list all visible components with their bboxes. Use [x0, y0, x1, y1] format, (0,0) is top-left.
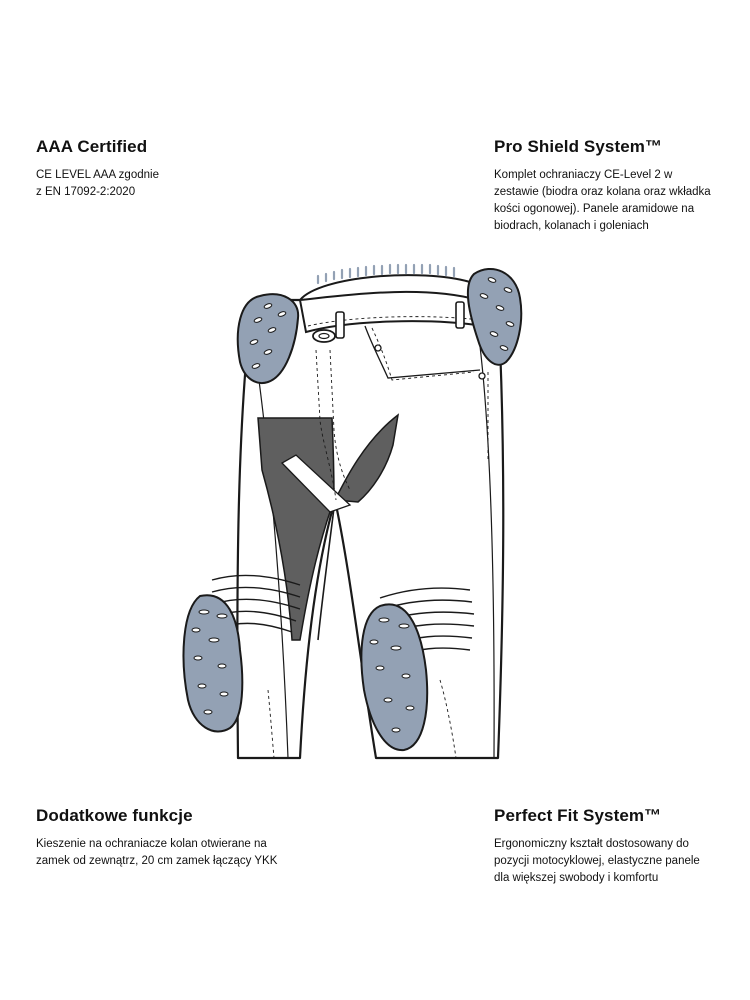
- waist-button: [312, 329, 336, 343]
- feature-aaa-certified: AAA Certified CE LEVEL AAA zgodnie z EN …: [36, 137, 276, 201]
- feature-description: Ergonomiczny kształt dostosowany do pozy…: [494, 838, 700, 884]
- feature-title: AAA Certified: [36, 137, 148, 156]
- belt-loop: [455, 301, 465, 329]
- left-knee-protector: [182, 594, 244, 733]
- feature-title: Dodatkowe funkcje: [36, 806, 193, 825]
- belt-loop: [335, 311, 345, 339]
- right-hip-protector: [466, 268, 523, 366]
- left-hip-protector: [236, 293, 300, 384]
- lower-leg-stitching: [267, 679, 457, 759]
- feature-description: CE LEVEL AAA zgodnie z EN 17092-2:2020: [36, 169, 159, 198]
- pocket-seam: [364, 325, 486, 380]
- front-stitching: [315, 327, 489, 501]
- aramid-dark-panels: [257, 413, 400, 641]
- feature-title: Perfect Fit System™: [494, 806, 662, 825]
- feature-description: Kieszenie na ochraniacze kolan otwierane…: [36, 838, 278, 867]
- right-knee-protector: [360, 603, 429, 752]
- feature-title: Pro Shield System™: [494, 137, 663, 156]
- feature-dodatkowe-funkcje: Dodatkowe funkcje Kieszenie na ochraniac…: [36, 806, 336, 870]
- feature-description: Komplet ochraniaczy CE-Level 2 w zestawi…: [494, 169, 711, 232]
- feature-perfect-fit-system: Perfect Fit System™ Ergonomiczny kształt…: [494, 806, 739, 887]
- feature-pro-shield-system: Pro Shield System™ Komplet ochraniaczy C…: [494, 137, 739, 235]
